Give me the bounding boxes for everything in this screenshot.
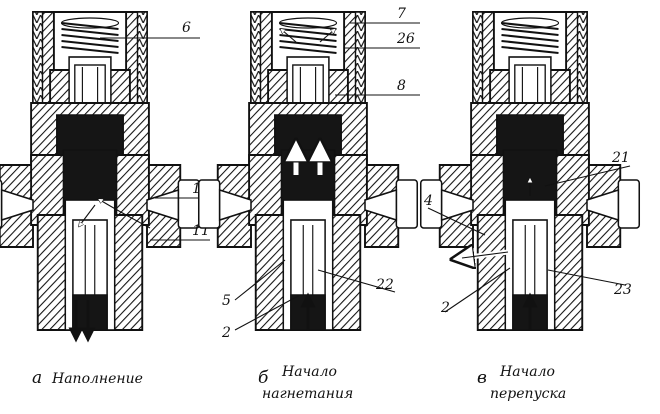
caption-b-line1: Начало	[281, 364, 337, 380]
leader-23	[547, 269, 626, 286]
label-5: 5	[222, 293, 231, 309]
label-22: 22	[375, 277, 394, 293]
panel-c: 21 4 2 23 в Начало перепуска	[419, 11, 641, 402]
leader-5	[234, 259, 286, 301]
label-2c: 2	[440, 300, 450, 316]
leader-2b	[234, 294, 301, 331]
panel-letter-a: а	[32, 368, 42, 388]
pump-body-a	[0, 11, 201, 331]
panel-b: 7 26 8 22 5 2 б Начало нагнетания	[197, 6, 420, 402]
label-2b: 2	[221, 325, 231, 341]
caption-c-line1: Начало	[499, 364, 555, 380]
leader-4	[427, 207, 486, 236]
leader-21	[544, 165, 631, 187]
label-23: 23	[613, 282, 632, 298]
label-8: 8	[397, 78, 406, 94]
panel-letter-c: в	[477, 368, 487, 388]
caption-b-line2: нагнетания	[262, 386, 353, 402]
caption-c-line2: перепуска	[490, 386, 566, 402]
panel-letter-b: б	[258, 368, 269, 388]
caption-a-line1: Наполнение	[51, 371, 143, 387]
label-6: 6	[182, 20, 191, 36]
label-4: 4	[423, 193, 433, 209]
leader-22	[317, 269, 396, 293]
label-26: 26	[396, 31, 415, 47]
label-21: 21	[611, 150, 630, 166]
leader-2c	[444, 267, 511, 313]
panel-a: 6 10 11 а Наполнение	[0, 11, 210, 388]
label-7: 7	[397, 6, 406, 22]
